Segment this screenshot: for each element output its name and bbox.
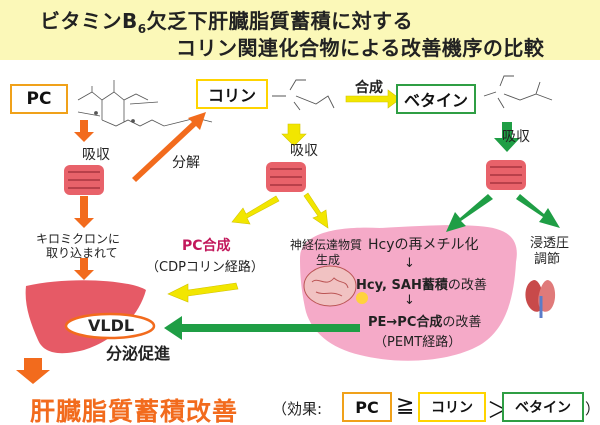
synthesis-label: 合成 — [355, 80, 383, 96]
neuro-label-2: 生成 — [316, 253, 341, 267]
osmotic-label-2: 調節 — [534, 252, 561, 267]
choline-box: コリン — [196, 79, 268, 109]
vldl-label: VLDL — [88, 316, 135, 335]
intestine-icon-3 — [486, 160, 526, 190]
osmotic-label-1: 浸透圧 — [530, 236, 570, 251]
cdp-pathway-label: （CDPコリン経路） — [146, 260, 264, 275]
neuro-label-1: 神経伝達物質 — [290, 238, 363, 252]
secretion-label: 分泌促進 — [106, 344, 171, 363]
kidney-icon — [525, 280, 556, 318]
decompose-label: 分解 — [172, 155, 200, 171]
pc-synthesis-label: PC合成 — [182, 238, 231, 254]
down-arrow-2: ↓ — [404, 293, 415, 308]
title-bar — [0, 0, 600, 60]
effect-close: ） — [585, 400, 600, 418]
betaine-box: ベタイン — [396, 84, 476, 114]
pe-pc-line: PE→PC合成の改善 — [368, 315, 482, 330]
hcy-remethyl-label: Hcyの再メチル化 — [368, 237, 479, 253]
vldl-ellipse — [64, 312, 156, 340]
down-arrow-1: ↓ — [404, 256, 415, 271]
chylomicron-label-2: 取り込まれて — [46, 246, 118, 260]
brain-icon — [303, 265, 368, 307]
yellow-arrows — [167, 89, 401, 303]
chylomicron-label-1: キロミクロンに — [36, 232, 121, 246]
effect-prefix: （効果: — [272, 400, 323, 418]
absorb-label-mid: 吸収 — [290, 143, 318, 159]
hcy-sah-line: Hcy, SAH蓄積の改善 — [356, 278, 487, 293]
final-conclusion: 肝臓脂質蓄積改善 — [30, 397, 239, 425]
orange-arrows — [16, 112, 206, 384]
intestine-icon-2 — [266, 162, 306, 192]
title-line-1: ビタミンB6欠乏下肝臓脂質蓄積に対する — [40, 9, 414, 36]
pc-box: PC — [10, 84, 68, 114]
title-line-2: コリン関連化合物による改善機序の比較 — [176, 36, 545, 60]
pc-structure-icon — [77, 80, 213, 127]
green-arrows — [164, 122, 560, 340]
bottom-pc-box: PC — [342, 392, 392, 422]
bottom-betaine-box: ベタイン — [502, 392, 584, 422]
betaine-structure-icon — [483, 75, 553, 109]
geq-symbol: ≧ — [396, 393, 415, 418]
absorb-label-right: 吸収 — [502, 129, 530, 145]
pemt-label: （PEMT経路） — [374, 335, 462, 350]
bottom-choline-box: コリン — [418, 392, 486, 422]
intestine-icon — [64, 165, 104, 195]
choline-structure-icon — [272, 79, 335, 111]
absorb-label-left: 吸収 — [82, 147, 110, 163]
